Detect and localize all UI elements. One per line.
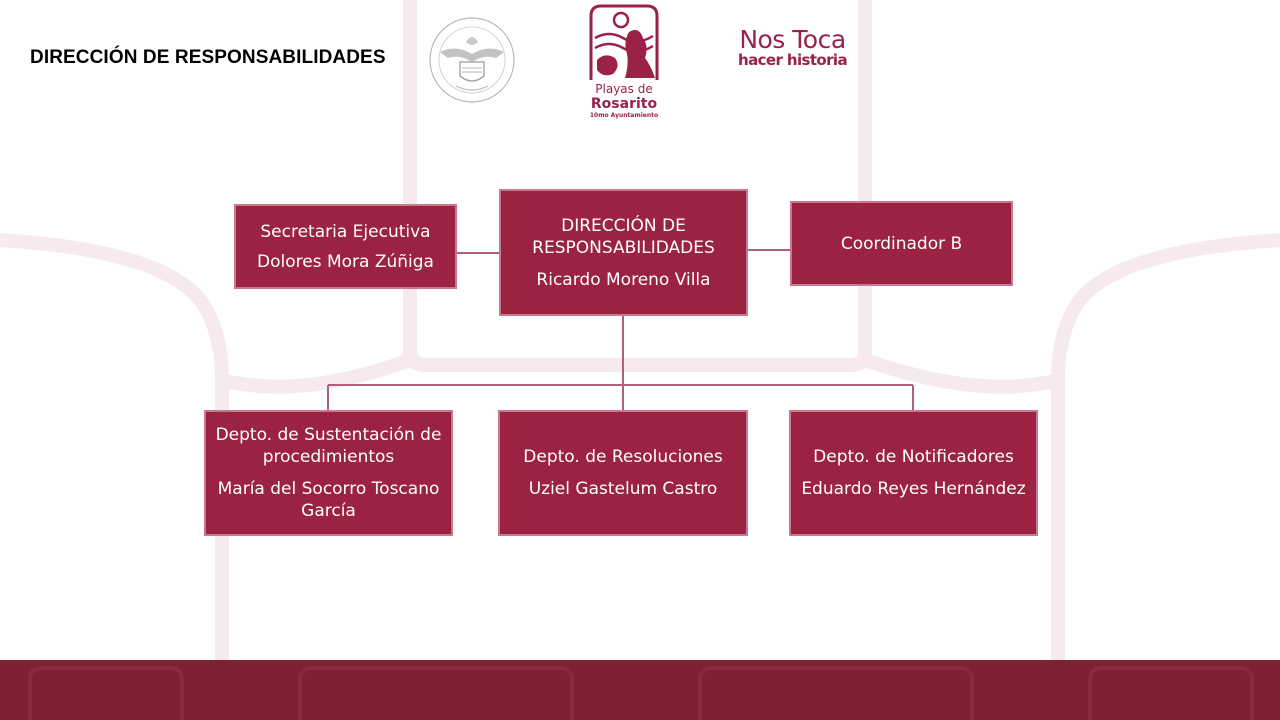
node-person: Uziel Gastelum Castro	[528, 479, 718, 499]
node-role: DIRECCIÓN DE RESPONSABILIDADES	[532, 215, 715, 258]
node-person: Dolores Mora Zúñiga	[257, 251, 434, 272]
nostoca-logo: Nos Toca hacer historia	[730, 26, 855, 70]
node-person: María del Socorro Toscano García	[217, 479, 440, 521]
org-node-dept-resoluciones: Depto. de Resoluciones Uziel Gastelum Ca…	[498, 410, 748, 536]
org-node-director: DIRECCIÓN DE RESPONSABILIDADES Ricardo M…	[499, 189, 748, 316]
footer-band	[0, 660, 1280, 720]
rosarito-emblem-icon	[589, 4, 659, 80]
node-role: Depto. de Sustentación de procedimientos	[215, 425, 442, 467]
org-node-secretaria: Secretaria Ejecutiva Dolores Mora Zúñiga	[234, 204, 457, 289]
node-role: Coordinador B	[840, 233, 963, 254]
municipal-seal-icon	[429, 17, 515, 103]
rosarito-line1: Playas de	[595, 82, 653, 96]
nostoca-line2: hacer historia	[738, 51, 848, 69]
node-role: Depto. de Notificadores	[813, 447, 1014, 467]
org-node-dept-notificadores: Depto. de Notificadores Eduardo Reyes He…	[789, 410, 1038, 536]
node-role: Secretaria Ejecutiva	[260, 221, 431, 242]
org-node-dept-sustentacion: Depto. de Sustentación de procedimientos…	[204, 410, 453, 536]
rosarito-line3: 10mo Ayuntamiento	[589, 112, 659, 119]
node-person: Ricardo Moreno Villa	[536, 269, 711, 290]
footer-pattern	[28, 666, 1254, 720]
rosarito-logo: Playas de Rosarito 10mo Ayuntamiento	[585, 2, 663, 124]
node-role: Depto. de Resoluciones	[523, 447, 723, 467]
org-node-coordinador: Coordinador B	[790, 201, 1013, 286]
nostoca-line1: Nos Toca	[739, 25, 846, 54]
node-person: Eduardo Reyes Hernández	[801, 479, 1026, 499]
page-title: DIRECCIÓN DE RESPONSABILIDADES	[30, 47, 386, 68]
rosarito-line2: Rosarito	[590, 96, 658, 112]
